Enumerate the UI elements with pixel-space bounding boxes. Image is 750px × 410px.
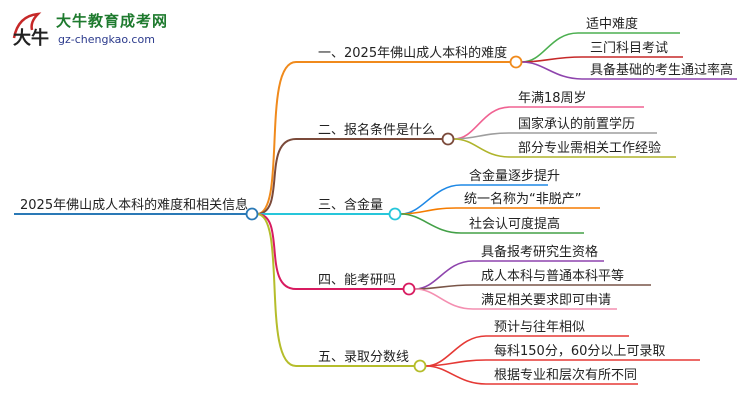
logo-title: 大牛教育成考网 [56, 12, 169, 30]
branch-3-child-1-label[interactable]: 含金量逐步提升 [469, 168, 560, 184]
branch-3-child-2-link [400, 207, 600, 215]
branch-4-child-3-link [414, 288, 617, 310]
branch-1-child-3-label[interactable]: 具备基础的考生通过率高 [590, 62, 733, 78]
logo-url: gz-chengkao.com [58, 33, 155, 46]
branch-1-node-circle [509, 55, 523, 69]
branch-2-child-3-label[interactable]: 部分专业需相关工作经验 [518, 140, 661, 156]
branch-4-child-2-label[interactable]: 成人本科与普通本科平等 [481, 268, 624, 284]
branch-2-child-2-link [453, 132, 657, 140]
site-logo[interactable]: 大牛 大牛教育成考网 gz-chengkao.com [8, 6, 178, 54]
branch-2-child-1-link [453, 106, 644, 140]
branch-1-link [256, 61, 510, 215]
branch-5-node-circle [413, 359, 427, 373]
branch-1-child-1-label[interactable]: 适中难度 [586, 16, 638, 32]
branch-3-child-3-link [400, 213, 584, 234]
branch-5-child-3-label[interactable]: 根据专业和层次有所不同 [494, 367, 637, 383]
branch-5-link [256, 213, 414, 367]
branch-3-node-circle [388, 207, 402, 221]
branch-3-child-2-label[interactable]: 统一名称为“非脱产” [464, 191, 581, 207]
svg-text:大牛: 大牛 [13, 27, 49, 49]
branch-4-node-circle [402, 282, 416, 296]
branch-4-child-3-label[interactable]: 满足相关要求即可申请 [481, 293, 611, 308]
branch-4-label[interactable]: 四、能考研吗 [318, 273, 396, 288]
branch-1-label[interactable]: 一、2025年佛山成人本科的难度 [318, 45, 507, 61]
branch-4-child-2-link [414, 284, 651, 290]
branch-5-child-2-label[interactable]: 每科150分，60分以上可录取 [494, 343, 665, 359]
branch-4-child-1-label[interactable]: 具备报考研究生资格 [481, 244, 598, 260]
branch-1-child-2-label[interactable]: 三门科目考试 [590, 41, 668, 56]
branch-2-label[interactable]: 二、报名条件是什么 [318, 122, 435, 138]
branch-3-label[interactable]: 三、含金量 [318, 197, 383, 213]
branch-3-child-3-label[interactable]: 社会认可度提高 [469, 216, 560, 232]
logo-mark-icon: 大牛 [12, 12, 49, 49]
branch-2-child-1-label[interactable]: 年满18周岁 [518, 91, 587, 106]
branch-5-child-1-label[interactable]: 预计与往年相似 [494, 320, 585, 335]
branch-4-link [256, 213, 403, 290]
root-label[interactable]: 2025年佛山成人本科的难度和相关信息 [20, 197, 248, 213]
branch-2-node-circle [441, 132, 455, 146]
branch-5-child-3-link [425, 365, 638, 385]
branch-1-child-3-link [521, 61, 737, 80]
branch-5-child-2-link [425, 359, 700, 367]
branch-2-child-3-link [453, 138, 676, 158]
branch-2-child-2-label[interactable]: 国家承认的前置学历 [518, 116, 635, 132]
branch-5-label[interactable]: 五、录取分数线 [318, 350, 409, 365]
root-node-circle [245, 207, 259, 221]
branch-5-child-1-link [425, 335, 629, 367]
branch-1-child-2-link [521, 56, 683, 63]
branch-2-link [256, 138, 442, 215]
